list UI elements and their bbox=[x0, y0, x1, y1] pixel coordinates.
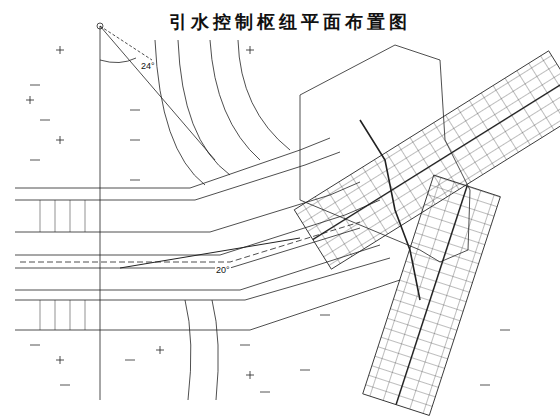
road-edge bbox=[212, 300, 218, 400]
diversion-pipe bbox=[360, 120, 420, 300]
canal-edge bbox=[15, 280, 400, 330]
hub-structure bbox=[363, 175, 501, 415]
survey-line bbox=[100, 26, 101, 400]
elevation-marks bbox=[30, 85, 510, 392]
road-edge bbox=[185, 300, 191, 400]
grid-crosses bbox=[26, 46, 254, 379]
angle-label: 20° bbox=[215, 266, 231, 275]
slope-hatch bbox=[40, 200, 85, 330]
canal-edge bbox=[15, 138, 330, 188]
drawing-title: 引水控制枢纽平面布置图 bbox=[169, 10, 411, 34]
flow-line bbox=[120, 238, 300, 268]
survey-line bbox=[100, 26, 215, 160]
angle-label: 24° bbox=[140, 62, 156, 71]
canal-edge bbox=[15, 152, 340, 200]
angle-arc bbox=[100, 26, 152, 60]
road-edge bbox=[238, 40, 290, 150]
angle-arc bbox=[100, 58, 136, 63]
road-edge bbox=[210, 40, 260, 160]
road-edge bbox=[155, 40, 205, 185]
road-edge bbox=[178, 40, 230, 175]
